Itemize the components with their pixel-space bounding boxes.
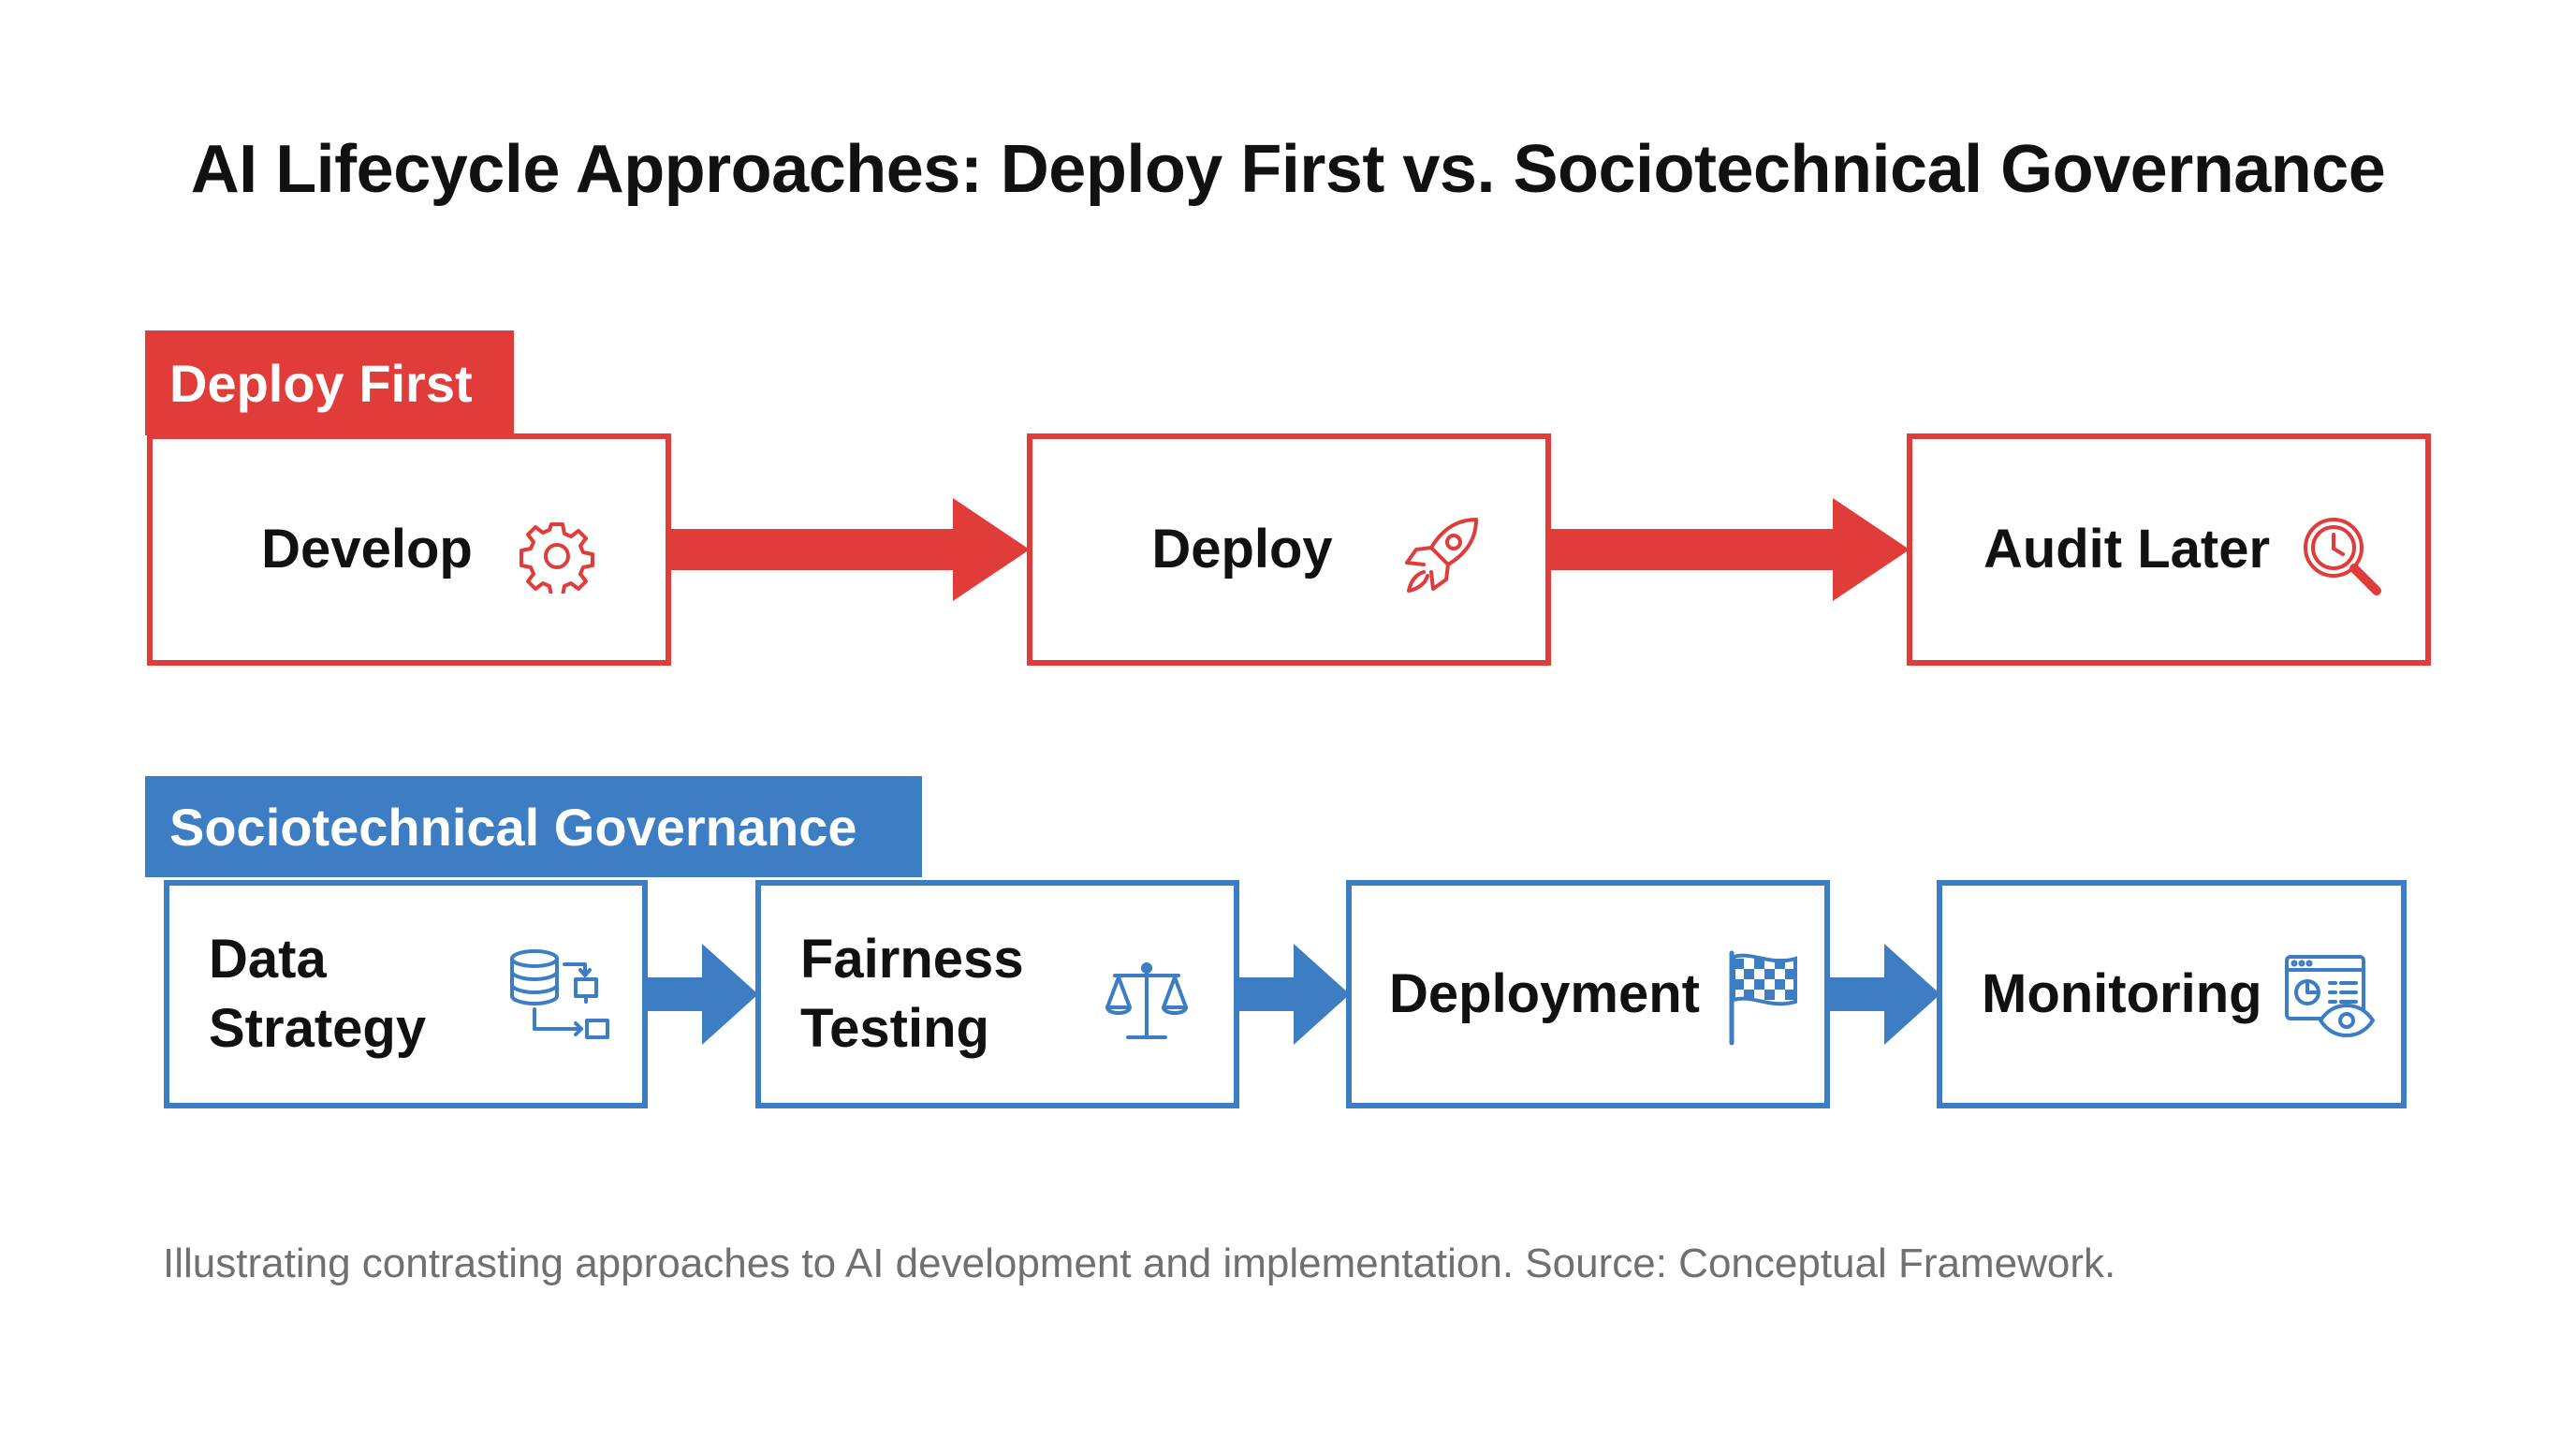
scales-icon xyxy=(1105,962,1188,1039)
step-fairness-testing-label: Fairness Testing xyxy=(800,925,1024,1064)
sociotechnical-governance-label: Sociotechnical Governance xyxy=(145,776,922,877)
database-flow-icon xyxy=(510,949,609,1039)
arrow-data-to-fairness xyxy=(646,944,758,1045)
step-develop-label: Develop xyxy=(261,518,473,580)
caption: Illustrating contrasting approaches to A… xyxy=(163,1240,2116,1286)
step-deployment-label: Deployment xyxy=(1389,962,1700,1024)
step-fairness-testing: Fairness Testing xyxy=(755,880,1239,1108)
step-data-strategy-label: Data Strategy xyxy=(209,925,426,1064)
step-deploy: Deploy xyxy=(1027,433,1551,666)
gear-icon xyxy=(520,522,594,594)
checkered-flag-icon xyxy=(1729,950,1797,1046)
step-data-strategy: Data Strategy xyxy=(164,880,648,1108)
magnifier-clock-icon xyxy=(2304,518,2381,595)
step-data-strategy-line2: Strategy xyxy=(209,998,427,1059)
step-data-strategy-line1: Data xyxy=(209,928,327,990)
step-monitoring: Monitoring xyxy=(1937,880,2407,1108)
rocket-icon xyxy=(1405,518,1478,593)
dashboard-eye-icon xyxy=(2285,955,2375,1037)
arrow-develop-to-deploy xyxy=(666,498,1030,601)
step-deploy-label: Deploy xyxy=(1151,518,1333,580)
step-develop: Develop xyxy=(147,433,671,666)
step-deployment: Deployment xyxy=(1346,880,1830,1108)
arrow-deploy-to-audit xyxy=(1546,498,1910,601)
step-audit-later-label: Audit Later xyxy=(1983,518,2271,580)
step-audit-later: Audit Later xyxy=(1907,433,2431,666)
step-monitoring-label: Monitoring xyxy=(1982,962,2262,1024)
diagram-title: AI Lifecycle Approaches: Deploy First vs… xyxy=(190,132,2386,207)
deploy-first-label: Deploy First xyxy=(145,330,514,435)
step-fairness-testing-line2: Testing xyxy=(800,998,989,1059)
step-fairness-testing-line1: Fairness xyxy=(800,928,1024,990)
arrow-deployment-to-monitoring xyxy=(1828,944,1940,1045)
arrow-fairness-to-deployment xyxy=(1237,944,1350,1045)
